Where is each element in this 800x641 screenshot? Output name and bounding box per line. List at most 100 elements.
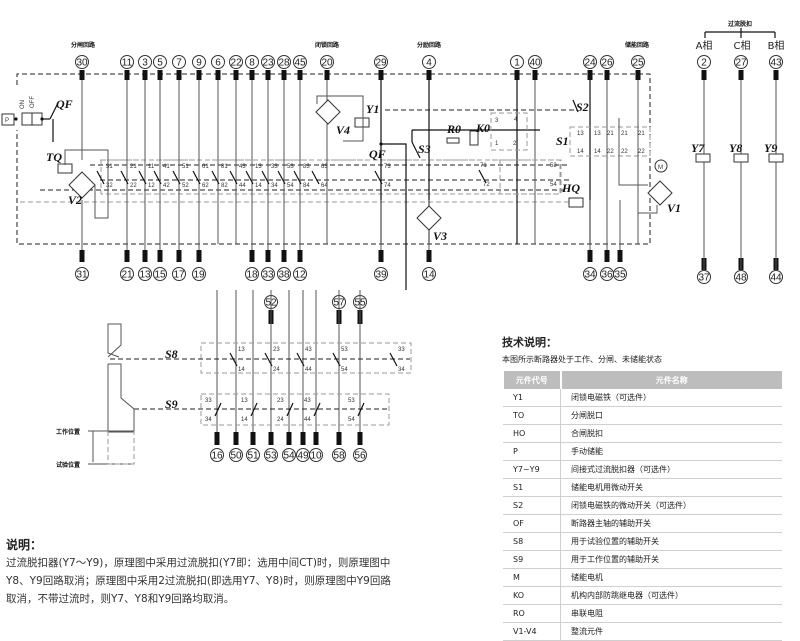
qf-contact-top: 51 <box>182 164 189 170</box>
top-terminal-7-ring <box>172 55 186 69</box>
legend-code: Y7~Y9 <box>503 460 561 479</box>
top-terminal-29: 29 <box>375 58 387 69</box>
s8-contact-blade <box>229 352 238 367</box>
terminal-stud <box>587 70 593 80</box>
s1-contact-bottom: 14 <box>577 149 584 155</box>
legend-code: S9 <box>503 550 561 569</box>
qf-contact-bottom: 54 <box>287 183 294 189</box>
qf-contact-top: 53 <box>287 164 294 170</box>
top-terminal-1-ring <box>510 55 524 69</box>
aux-bottom-terminal-53: 53 <box>265 451 277 462</box>
s1-label: S1 <box>556 134 569 148</box>
terminal-stud <box>233 432 239 445</box>
column-header-code: 元件代号 <box>502 371 561 389</box>
hq-label: HQ <box>561 181 580 195</box>
terminal-stud <box>357 432 363 445</box>
top-terminal-22-ring <box>229 55 243 69</box>
terminal-stud <box>250 432 256 445</box>
terminal-stud <box>313 432 319 445</box>
aux-bottom-terminal-56-ring <box>353 448 367 462</box>
legend-code: M <box>503 568 561 587</box>
bottom-terminal-39-ring <box>374 267 388 281</box>
bottom-terminal-44-ring <box>769 270 783 284</box>
phase-a-label: A相 <box>696 39 713 52</box>
s1-contact-top: 21 <box>607 131 614 137</box>
r0-label: R0 <box>446 122 461 136</box>
s9-switch-block: S9 <box>134 393 390 426</box>
terminal-stud <box>215 70 221 80</box>
legend-code: KO <box>503 586 561 605</box>
s9-label: S9 <box>165 397 178 411</box>
legend-code: RO <box>503 604 561 623</box>
aux-bottom-terminal-54-ring <box>282 448 296 462</box>
s9-contact-top: 13 <box>241 398 248 404</box>
s8-contact-blade <box>389 352 398 367</box>
s8-contact-top: 13 <box>238 347 245 353</box>
legend-name: 串联电阻 <box>560 604 782 623</box>
overcurrent-releases: Y7 Y8 Y9 <box>691 141 784 163</box>
top-terminal-3: 3 <box>142 58 148 69</box>
terminal-stud <box>514 70 520 80</box>
top-terminal-26: 26 <box>601 58 613 69</box>
legend-code: S1 <box>503 478 561 497</box>
bottom-terminal-21: 21 <box>121 270 133 281</box>
terminal-stud <box>268 432 274 445</box>
top-terminal-23-ring <box>261 55 275 69</box>
s1-contact-top: 13 <box>577 131 584 137</box>
truck-mechanism: 工作位置 试验位置 <box>56 323 135 469</box>
legend-name: 闭锁电磁铁的微动开关（可选件） <box>560 496 782 515</box>
column-header-name: 元件名称 <box>559 371 782 389</box>
bottom-terminal-13: 13 <box>139 270 151 281</box>
bottom-terminal-33-ring <box>261 267 275 281</box>
bottom-terminal-17-ring <box>172 267 186 281</box>
top-terminal-6: 6 <box>215 58 221 69</box>
explanation-title: 说明： <box>6 538 43 552</box>
overcurrent-bracket <box>704 28 776 38</box>
top-terminal-11: 11 <box>122 58 133 69</box>
qf-contact-blade <box>261 170 270 185</box>
terminal-stud <box>124 70 130 80</box>
legend-code: Y1 <box>503 389 561 407</box>
bottom-terminal-18: 18 <box>246 270 258 281</box>
terminal-stud <box>336 432 342 445</box>
legend-code: S2 <box>503 496 561 515</box>
qf-contact-top: 21 <box>130 164 137 170</box>
bottom-terminal-14-ring <box>422 267 436 281</box>
legend-code: HO <box>503 424 561 443</box>
top-terminal-11-ring <box>120 55 134 69</box>
terminal-stud <box>426 250 432 262</box>
qf-contact-top: 83 <box>303 164 310 170</box>
bottom-terminal-12: 12 <box>294 270 306 281</box>
top-terminal-23: 23 <box>262 58 274 69</box>
tq-trip-coil: TQ V2 <box>46 149 109 219</box>
top-terminal-30-ring <box>75 55 89 69</box>
bottom-terminal-15-ring <box>153 267 167 281</box>
s8-contact-bottom: 14 <box>238 367 245 373</box>
qf-contact-bottom: 34 <box>271 183 278 189</box>
aux-bottom-terminal-16-ring <box>210 448 224 462</box>
terminal-stud <box>300 432 306 445</box>
qf-contact-blade <box>153 170 162 185</box>
top-terminal-40-ring <box>528 55 542 69</box>
aux-bottom-terminal-50-ring <box>229 448 243 462</box>
s1-contact-bottom: 22 <box>638 149 645 155</box>
top-terminal-45: 45 <box>294 58 306 69</box>
top-terminal-5: 5 <box>157 58 163 69</box>
top-terminal-3-ring <box>138 55 152 69</box>
top-terminal-9: 9 <box>196 58 202 69</box>
top-terminal-25-ring <box>631 55 645 69</box>
qf-contact-bottom: 84 <box>303 183 310 189</box>
bottom-terminal-37-ring <box>697 270 711 284</box>
s8-contact-blade <box>332 352 341 367</box>
qf-contact-top: 73 <box>384 164 391 170</box>
bottom-terminal-48-ring <box>734 270 748 284</box>
bottom-terminal-38-ring <box>277 267 291 281</box>
s8-switch-block: S8 <box>110 342 412 374</box>
